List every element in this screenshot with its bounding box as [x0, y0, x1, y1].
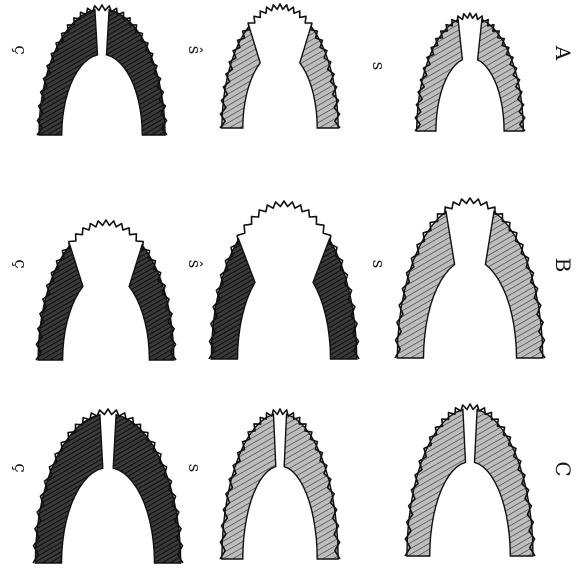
palatogram-c3: [33, 409, 183, 563]
symbol-label-c1: [368, 458, 388, 478]
palatogram-b3: [36, 220, 176, 360]
symbol-label-a1: s: [368, 56, 388, 76]
symbol-label-b3: ç: [10, 254, 30, 274]
palatogram-c1: [405, 404, 535, 556]
row-label-a: A: [552, 42, 574, 64]
symbol-label-b1: s: [368, 254, 388, 274]
row-label-b: B: [552, 254, 574, 276]
palatogram-b2: [209, 201, 359, 359]
symbol-label-c2: s: [184, 458, 204, 478]
palatogram-c2: [220, 409, 340, 559]
palatogram-b1: [395, 198, 545, 358]
palatogram-a3: [37, 5, 167, 135]
symbol-label-b2: ŝ: [184, 254, 204, 274]
contact-area-right: [313, 239, 357, 359]
contact-area-left: [211, 239, 255, 359]
row-label-c: C: [552, 458, 574, 480]
symbol-label-a2: ŝ: [184, 40, 204, 60]
contact-area-left: [417, 19, 463, 131]
palatogram-a2: [220, 4, 340, 128]
symbol-label-c3: ç: [10, 458, 30, 478]
symbol-label-a3: ç: [10, 40, 30, 60]
palatogram-a1: [415, 13, 525, 131]
contact-area-right: [478, 19, 524, 131]
